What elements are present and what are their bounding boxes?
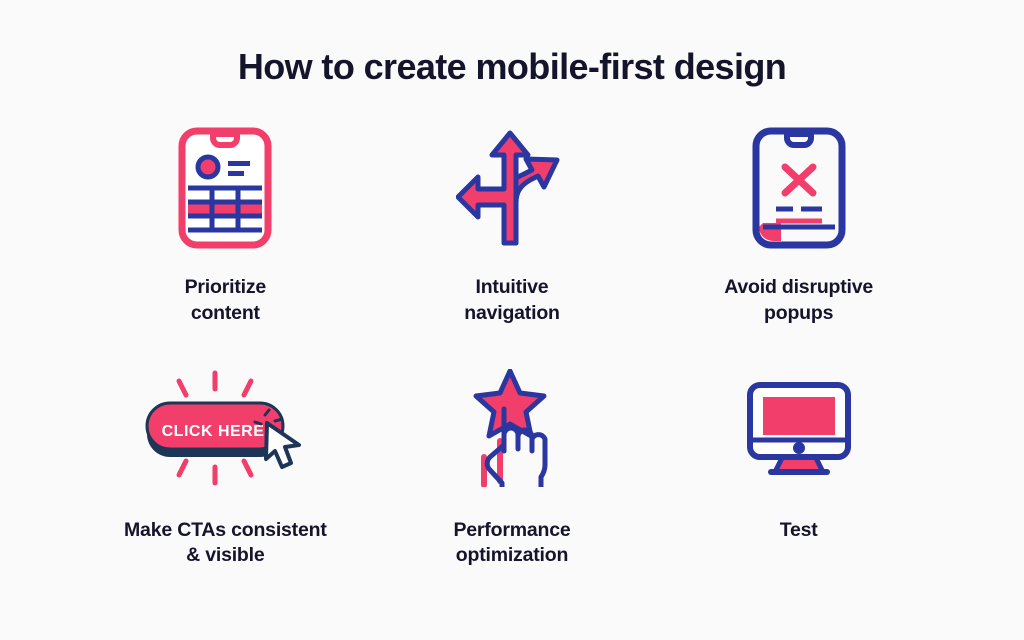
icon-container <box>745 368 853 488</box>
item-prioritize-content: Prioritize content <box>82 123 369 326</box>
icon-container: CLICK HERE <box>139 368 311 488</box>
click-here-button-icon[interactable]: CLICK HERE <box>139 369 311 487</box>
star-icon <box>473 369 547 439</box>
icon-container <box>177 123 273 253</box>
item-label: Test <box>779 519 818 542</box>
items-grid: Prioritize content Intuitive navigation <box>82 123 942 568</box>
item-label: Make CTAs consistent & visible <box>124 519 327 567</box>
item-performance-optimization: Performance optimization <box>369 368 656 569</box>
icon-container <box>455 123 568 253</box>
three-way-arrow-icon <box>455 130 560 246</box>
item-avoid-disruptive-popups: Avoid disruptive popups <box>655 123 942 326</box>
icon-container <box>751 123 847 253</box>
phone-layout-icon <box>178 127 272 249</box>
cursor-arrow-icon <box>264 421 302 470</box>
burst-rays-icon <box>176 370 254 486</box>
desktop-monitor-icon <box>746 382 851 476</box>
item-make-ctas-consistent-visible: CLICK HERE Make CTAs consistent & visibl… <box>82 368 369 569</box>
icon-container <box>462 368 562 488</box>
hand-star-rating-icon <box>473 369 548 488</box>
item-label: Prioritize content <box>184 276 267 324</box>
item-intuitive-navigation: Intuitive navigation <box>369 123 656 326</box>
cta-button-text: CLICK HERE <box>162 423 265 440</box>
item-label: Avoid disruptive popups <box>724 276 874 324</box>
item-label: Performance optimization <box>453 519 571 567</box>
page-title: How to create mobile-first design <box>237 46 787 87</box>
phone-popup-close-icon <box>752 127 846 249</box>
item-test: Test <box>655 368 942 569</box>
item-label: Intuitive navigation <box>464 276 560 324</box>
